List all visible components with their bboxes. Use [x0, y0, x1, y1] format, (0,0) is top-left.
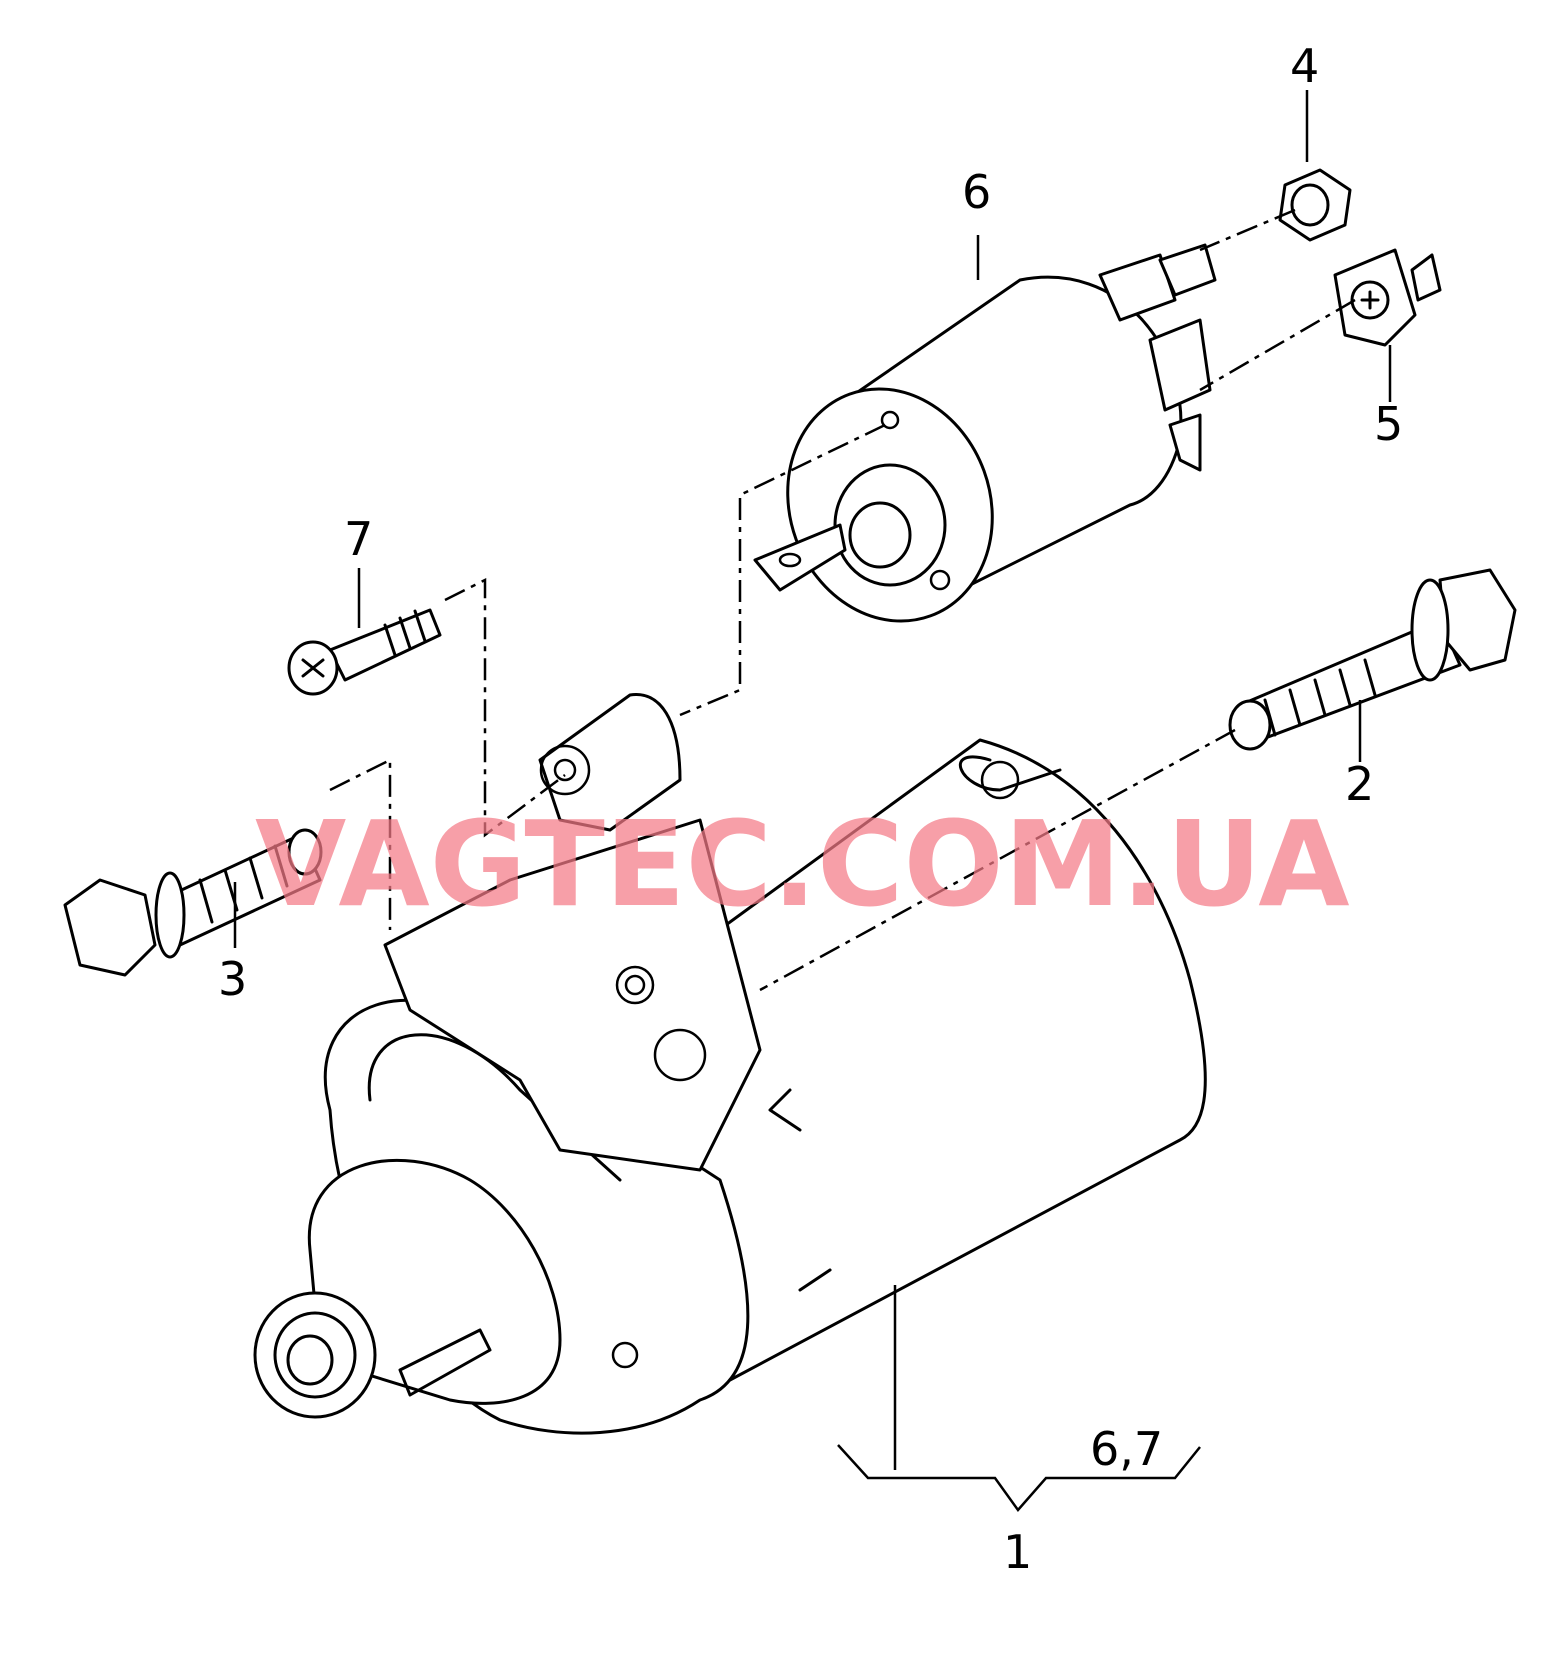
leader-lines [233, 90, 1392, 1513]
callout-6-7: 6,7 [1090, 1422, 1163, 1476]
nut [1278, 168, 1352, 242]
assembly-lines [329, 208, 1356, 992]
starter-motor [253, 692, 1207, 1435]
callout-3: 3 [218, 952, 247, 1006]
callout-5: 5 [1374, 397, 1403, 451]
bolt-short [63, 828, 323, 977]
bolt-long [1228, 568, 1517, 751]
callout-7: 7 [344, 512, 373, 566]
terminal-clamp [1333, 248, 1442, 347]
callout-4: 4 [1290, 39, 1319, 93]
callout-2: 2 [1345, 757, 1374, 811]
callout-6: 6 [962, 165, 991, 219]
callout-1: 1 [1003, 1525, 1032, 1579]
watermark-text: VAGTEC.COM.UA [255, 795, 1350, 933]
screw [287, 608, 442, 696]
solenoid-switch [753, 243, 1217, 623]
